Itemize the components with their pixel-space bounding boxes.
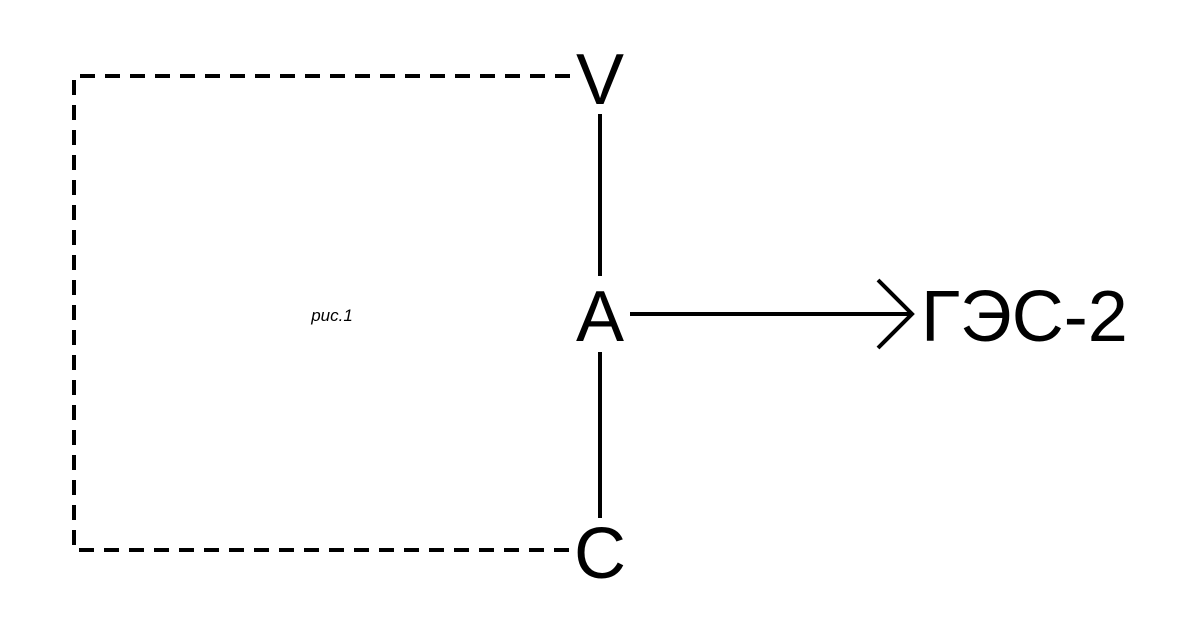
node-v-label: V [576, 40, 624, 120]
target-label: ГЭС-2 [921, 277, 1128, 357]
arrow-head-icon [876, 278, 915, 350]
node-a-label: A [576, 277, 624, 357]
node-c-label: C [574, 514, 626, 594]
figure-caption: рис.1 [310, 306, 353, 325]
dashed-loop-connector [72, 74, 570, 552]
